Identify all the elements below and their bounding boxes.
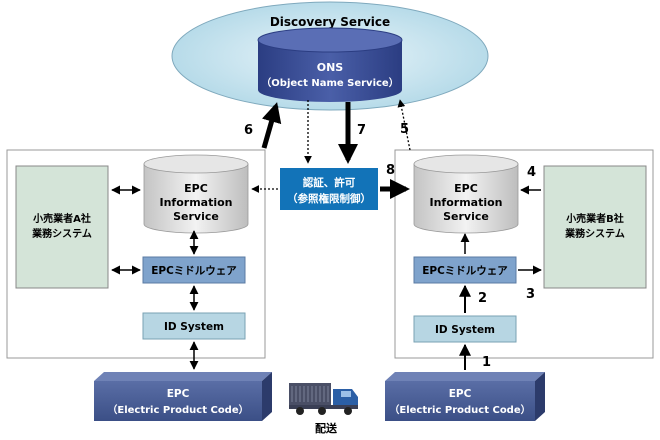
company-b-business-system: 小売業者B社 業務システム <box>543 165 647 289</box>
svg-text:Information: Information <box>160 196 233 209</box>
ons-name: ONS <box>317 61 344 74</box>
svg-text:（参照権限制御）: （参照権限制御） <box>287 192 371 205</box>
company-a-epcis-cylinder: EPC Information Service <box>143 154 249 234</box>
company-b-epcis-cylinder: EPC Information Service <box>413 154 519 234</box>
step-6: 6 <box>244 123 253 138</box>
svg-text:業務システム: 業務システム <box>31 227 92 240</box>
step-8: 8 <box>386 163 395 178</box>
connectors <box>111 99 542 370</box>
svg-text:EPCミドルウェア: EPCミドルウェア <box>422 265 508 277</box>
svg-text:小売業者B社: 小売業者B社 <box>565 212 624 225</box>
svg-text:小売業者A社: 小売業者A社 <box>32 212 91 225</box>
truck-label: 配送 <box>315 421 338 435</box>
svg-text:Service: Service <box>443 210 489 223</box>
svg-text:Information: Information <box>430 196 503 209</box>
delivery-truck-icon <box>289 383 358 415</box>
svg-text:認証、許可: 認証、許可 <box>303 176 356 189</box>
step-4: 4 <box>527 165 536 180</box>
company-b-id-system: ID System <box>413 315 517 343</box>
company-b-epc-tag: EPC （Electric Product Code） <box>385 372 545 421</box>
svg-text:ID System: ID System <box>164 321 224 333</box>
svg-text:EPC: EPC <box>454 182 478 195</box>
company-a-middleware: EPCミドルウェア <box>142 256 246 284</box>
svg-text:Service: Service <box>173 210 219 223</box>
auth-box: 認証、許可 （参照権限制御） <box>280 168 378 210</box>
company-a-business-system: 小売業者A社 業務システム <box>15 165 109 289</box>
svg-text:（Electric Product Code）: （Electric Product Code） <box>107 403 248 416</box>
step-5: 5 <box>400 122 409 137</box>
svg-text:EPCミドルウェア: EPCミドルウェア <box>151 265 237 277</box>
step-3: 3 <box>526 287 535 302</box>
svg-text:（Electric Product Code）: （Electric Product Code） <box>389 403 530 416</box>
svg-text:業務システム: 業務システム <box>564 227 625 240</box>
company-a-epc-tag: EPC （Electric Product Code） <box>94 372 272 421</box>
svg-text:EPC: EPC <box>184 182 208 195</box>
discovery-service-title: Discovery Service <box>270 15 390 29</box>
svg-text:ID System: ID System <box>435 324 495 336</box>
ons-cylinder: ONS （Object Name Service） <box>257 27 403 102</box>
step-7: 7 <box>357 123 366 138</box>
company-b-middleware: EPCミドルウェア <box>413 256 517 284</box>
step-2: 2 <box>478 291 487 306</box>
company-a-id-system: ID System <box>142 312 246 340</box>
svg-text:EPC: EPC <box>167 388 190 400</box>
ons-full-name: （Object Name Service） <box>261 76 398 89</box>
svg-text:EPC: EPC <box>449 388 472 400</box>
step-1: 1 <box>482 355 491 370</box>
step-numbers: 1 2 3 4 5 6 7 8 <box>244 122 536 370</box>
